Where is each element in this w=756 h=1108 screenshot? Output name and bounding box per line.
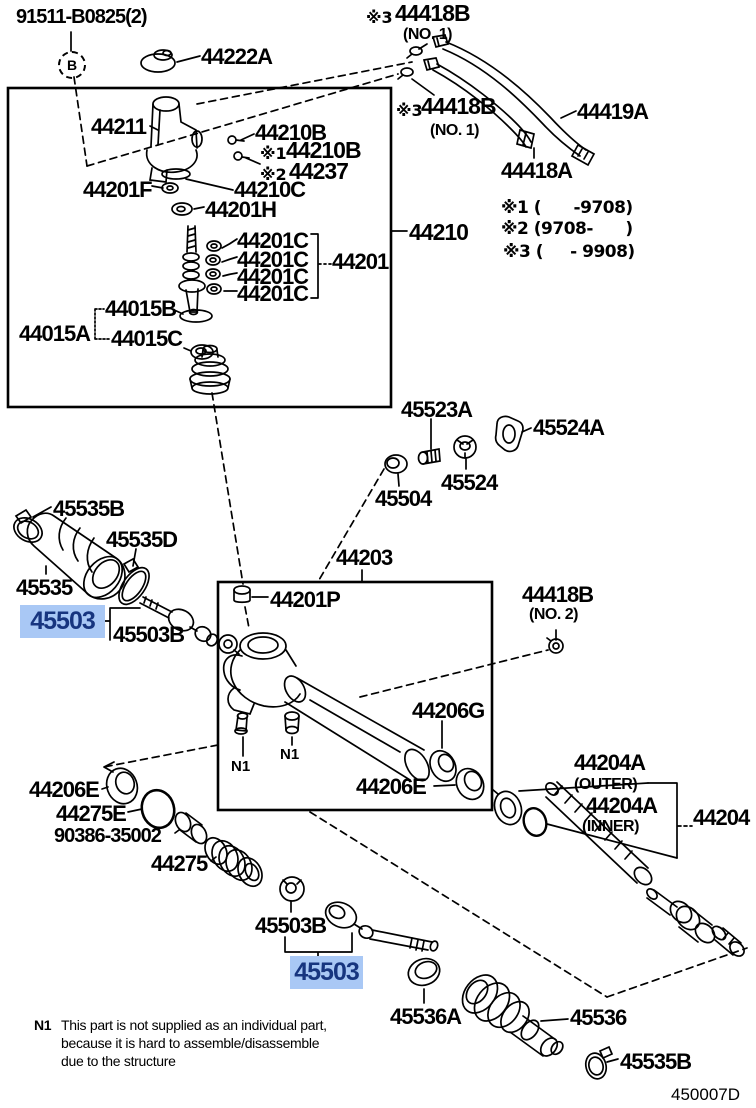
valve-assembly-box: [6, 86, 393, 409]
drawing-rack-housing: [222, 632, 430, 782]
label-91511-b0825[interactable]: 91511-B0825(2): [16, 6, 148, 28]
label-44201f[interactable]: 44201F: [83, 177, 153, 202]
bolt-b-marker: B: [58, 51, 86, 79]
label-44201c-3[interactable]: 44201C: [237, 264, 309, 289]
ref-mark-3: ※3: [366, 8, 393, 27]
label-no1-top: (NO. 1): [403, 26, 452, 43]
label-45536[interactable]: 45536: [570, 1005, 627, 1030]
note-marker-n1: N1: [34, 1017, 52, 1033]
label-44206e-1[interactable]: 44206E: [356, 774, 427, 799]
label-44210b-1[interactable]: 44210B: [255, 120, 327, 145]
label-44203[interactable]: 44203: [336, 545, 393, 570]
drawing-bushes-44206: [429, 749, 485, 801]
label-44201c-2[interactable]: 44201C: [237, 247, 309, 272]
label-45503b-1[interactable]: 45503B: [113, 622, 185, 647]
label-44204[interactable]: 44204: [693, 805, 750, 830]
label-44204a-outer[interactable]: 44204A: [574, 750, 646, 775]
drawing-pressure-tubes: [397, 34, 596, 167]
label-44204a-inner[interactable]: 44204A: [586, 793, 658, 818]
drawing-boot-45535: [13, 508, 126, 600]
label-44201c-1[interactable]: 44201C: [237, 228, 309, 253]
drawing-nut-44418b-no2: [546, 637, 564, 654]
label-44201h[interactable]: 44201H: [205, 197, 277, 222]
ref-mark-1: ※1: [260, 144, 287, 163]
label-44015b[interactable]: 44015B: [105, 296, 177, 321]
ref-mark-2: ※2: [260, 165, 287, 184]
label-45536a[interactable]: 45536A: [390, 1004, 462, 1029]
label-44211[interactable]: 44211: [91, 114, 147, 139]
note-line-1: This part is not supplied as an individu…: [61, 1017, 327, 1033]
drawing-boot-45536: [407, 957, 614, 1080]
drawing-clamp-and-tierod-upper: [118, 557, 240, 655]
label-44015a[interactable]: 44015A: [19, 321, 91, 346]
drawing-orings-44201c: [205, 240, 222, 295]
label-45535d[interactable]: 45535D: [106, 527, 178, 552]
label-90386-35002[interactable]: 90386-35002: [54, 825, 162, 847]
label-44015c[interactable]: 44015C: [111, 326, 183, 351]
drawing-plug-bearing-group: [384, 415, 524, 474]
label-45535[interactable]: 45535: [16, 575, 73, 600]
rack-housing-box: [216, 580, 494, 812]
drawing-grommet-44222a: [140, 49, 176, 73]
label-outer: (OUTER): [574, 776, 638, 793]
legend-line-1: ※1 ( -9708): [501, 198, 633, 218]
label-45524[interactable]: 45524: [441, 470, 498, 495]
label-44206g[interactable]: 44206G: [412, 698, 485, 723]
legend-line-3: ※3 ( - 9908): [503, 242, 635, 262]
label-44201c-4[interactable]: 44201C: [237, 281, 309, 306]
diagram-id-code: 450007D: [671, 1085, 741, 1104]
selected-part-45503-highlight-1[interactable]: 45503: [20, 605, 105, 638]
label-44418b-second[interactable]: 44418B: [421, 93, 497, 119]
label-44275e[interactable]: 44275E: [56, 801, 127, 826]
drawing-small-boot: [189, 344, 231, 395]
drawing-rack-rod: [491, 781, 745, 957]
label-n1-1: N1: [231, 758, 251, 775]
label-44418b-top[interactable]: 44418B: [395, 0, 471, 26]
label-45535b-1[interactable]: 45535B: [53, 496, 125, 521]
label-44418a[interactable]: 44418A: [501, 158, 573, 183]
label-44210[interactable]: 44210: [409, 219, 469, 245]
label-45535b-2[interactable]: 45535B: [620, 1049, 692, 1074]
ref-mark-3b: ※3: [396, 101, 423, 120]
label-44419a[interactable]: 44419A: [577, 99, 649, 124]
drawing-plug-44201p: [233, 585, 251, 604]
label-inner: (INNER): [582, 818, 639, 835]
drawing-seals-44201f-44201h: [161, 168, 193, 216]
dashed-reference-lines: [73, 61, 748, 998]
note-line-3: due to the structure: [61, 1053, 176, 1069]
label-no2: (NO. 2): [529, 606, 578, 623]
label-44222a[interactable]: 44222A: [201, 44, 273, 69]
label-44275[interactable]: 44275: [151, 851, 208, 876]
drawing-input-shaft: [178, 225, 206, 316]
label-44210b-2[interactable]: 44210B: [286, 137, 362, 163]
drawing-bush-cluster: [105, 767, 263, 888]
label-44201p[interactable]: 44201P: [270, 587, 341, 612]
legend-line-2: ※2 (9708- ): [501, 219, 633, 239]
label-44210c[interactable]: 44210C: [234, 177, 306, 202]
label-45523a[interactable]: 45523A: [401, 397, 473, 422]
label-45504[interactable]: 45504: [375, 486, 432, 511]
label-no1-second: (NO. 1): [430, 122, 479, 139]
label-44237[interactable]: 44237: [289, 158, 349, 184]
drawing-control-valve-44211: [145, 96, 203, 183]
label-n1-2: N1: [280, 746, 300, 763]
label-44418b-no2[interactable]: 44418B: [522, 582, 594, 607]
label-45524a[interactable]: 45524A: [533, 415, 605, 440]
label-44201[interactable]: 44201: [332, 249, 389, 274]
drawing-tierod-lower: [279, 876, 439, 952]
selected-part-45503-highlight-2[interactable]: 45503: [290, 956, 363, 989]
label-44206e-2[interactable]: 44206E: [29, 777, 100, 802]
drawing-bolts-44210b: [227, 135, 250, 161]
note-line-2: because it is hard to assemble/disassemb…: [61, 1035, 320, 1051]
label-45503b-2[interactable]: 45503B: [255, 913, 327, 938]
